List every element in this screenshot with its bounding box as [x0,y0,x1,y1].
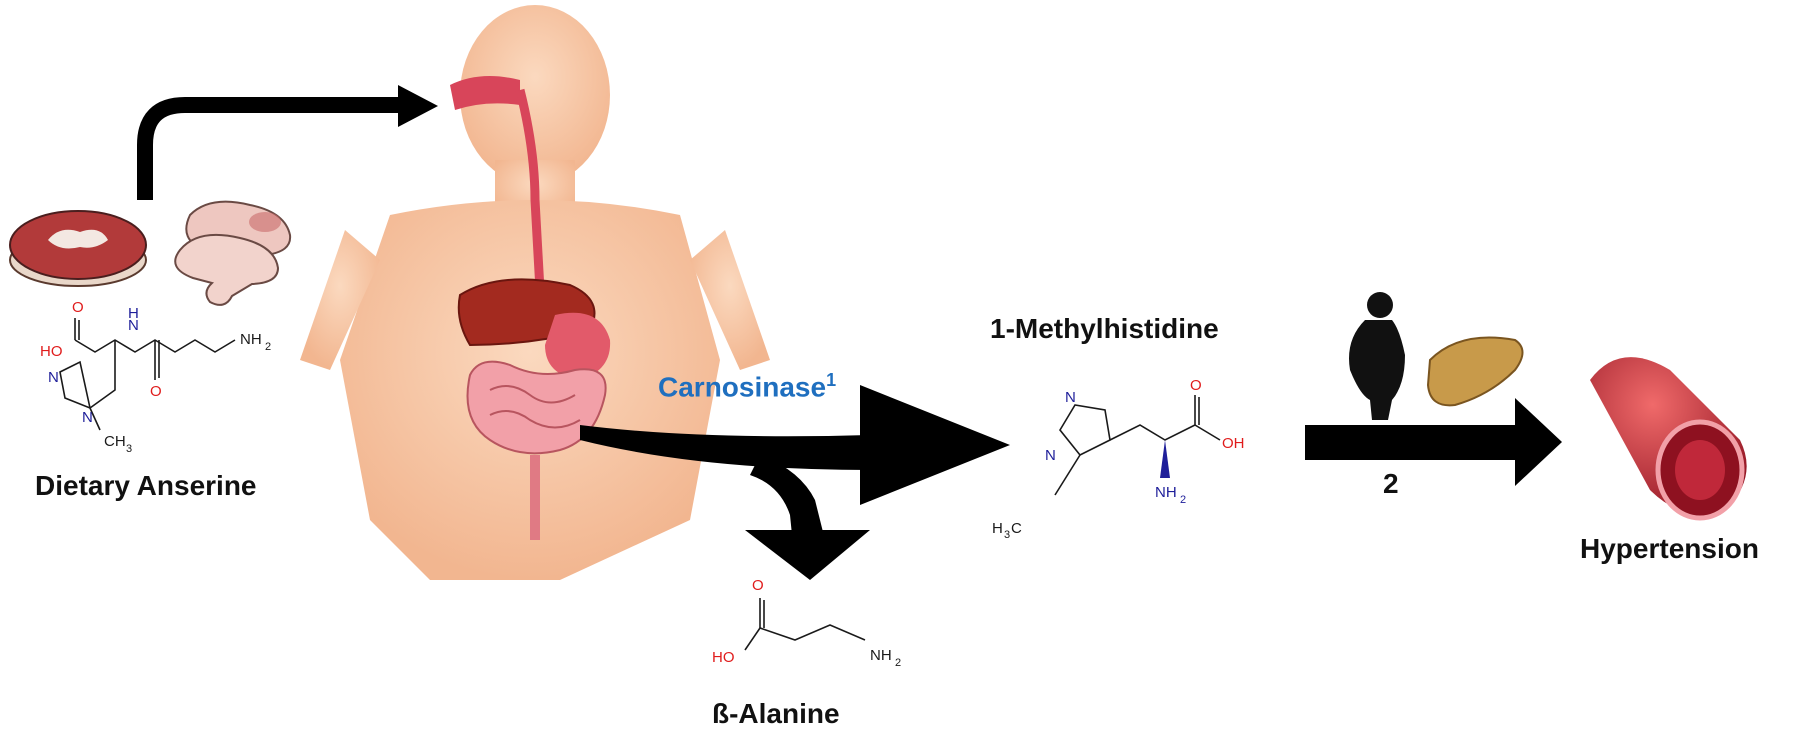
anserine-structure [59,318,236,431]
ingestion-arrow [137,85,438,200]
carnosinase-arrow [580,385,1010,505]
beta-alanine-label: ß-Alanine [712,698,840,729]
mh-nh: NH [1155,484,1177,501]
anserine-n-ring: N [48,369,59,386]
carnosinase-text: Carnosinase [658,371,827,403]
mh-o: O [1190,377,1202,394]
anserine-nh-sub: 2 [265,341,271,353]
intestines [466,360,607,540]
anserine-ch-sub: 3 [126,443,132,455]
anserine-n-methyl: N [82,409,93,426]
obese-silhouette-icon [1349,292,1405,420]
hypertension-arrow [1305,398,1562,486]
dietary-anserine-label: Dietary Anserine [35,470,257,501]
carnosinase-label: Carnosinase1 [658,370,836,403]
beta-alanine-structure [744,598,866,651]
anserine-ch: CH [104,433,126,450]
anserine-ho: HO [40,343,63,360]
anserine-nh: NH [240,331,262,348]
mh-h3c-c: C [1011,520,1022,537]
human-digestive-body-icon [300,5,770,580]
mh-n-bottom: N [1045,447,1056,464]
step-two-label: 2 [1383,468,1399,499]
ba-nh-sub: 2 [895,657,901,669]
anserine-o-top: O [72,299,84,316]
mh-h3c-sub: 3 [1004,529,1010,541]
anserine-h: H [128,305,139,322]
mh-n-top: N [1065,389,1076,406]
mh-h3c-h: H [992,520,1003,537]
carnosinase-superscript: 1 [826,370,837,390]
hypertension-label: Hypertension [1580,533,1759,564]
methylhistidine-label: 1-Methylhistidine [990,313,1219,344]
anserine-n: N [128,317,139,334]
blood-vessel-icon [1590,357,1747,521]
methylhistidine-structure [1054,395,1221,496]
mh-nh-sub: 2 [1180,494,1186,506]
ba-nh: NH [870,647,892,664]
liver-icon [1426,336,1524,407]
beta-alanine-arrow [745,455,870,580]
meat-steak-icon [9,210,147,287]
ba-o: O [752,577,764,594]
chicken-drumstick-icon [174,200,292,306]
ba-ho: HO [712,649,735,666]
anserine-o-bottom: O [150,383,162,400]
mh-oh: OH [1222,435,1245,452]
